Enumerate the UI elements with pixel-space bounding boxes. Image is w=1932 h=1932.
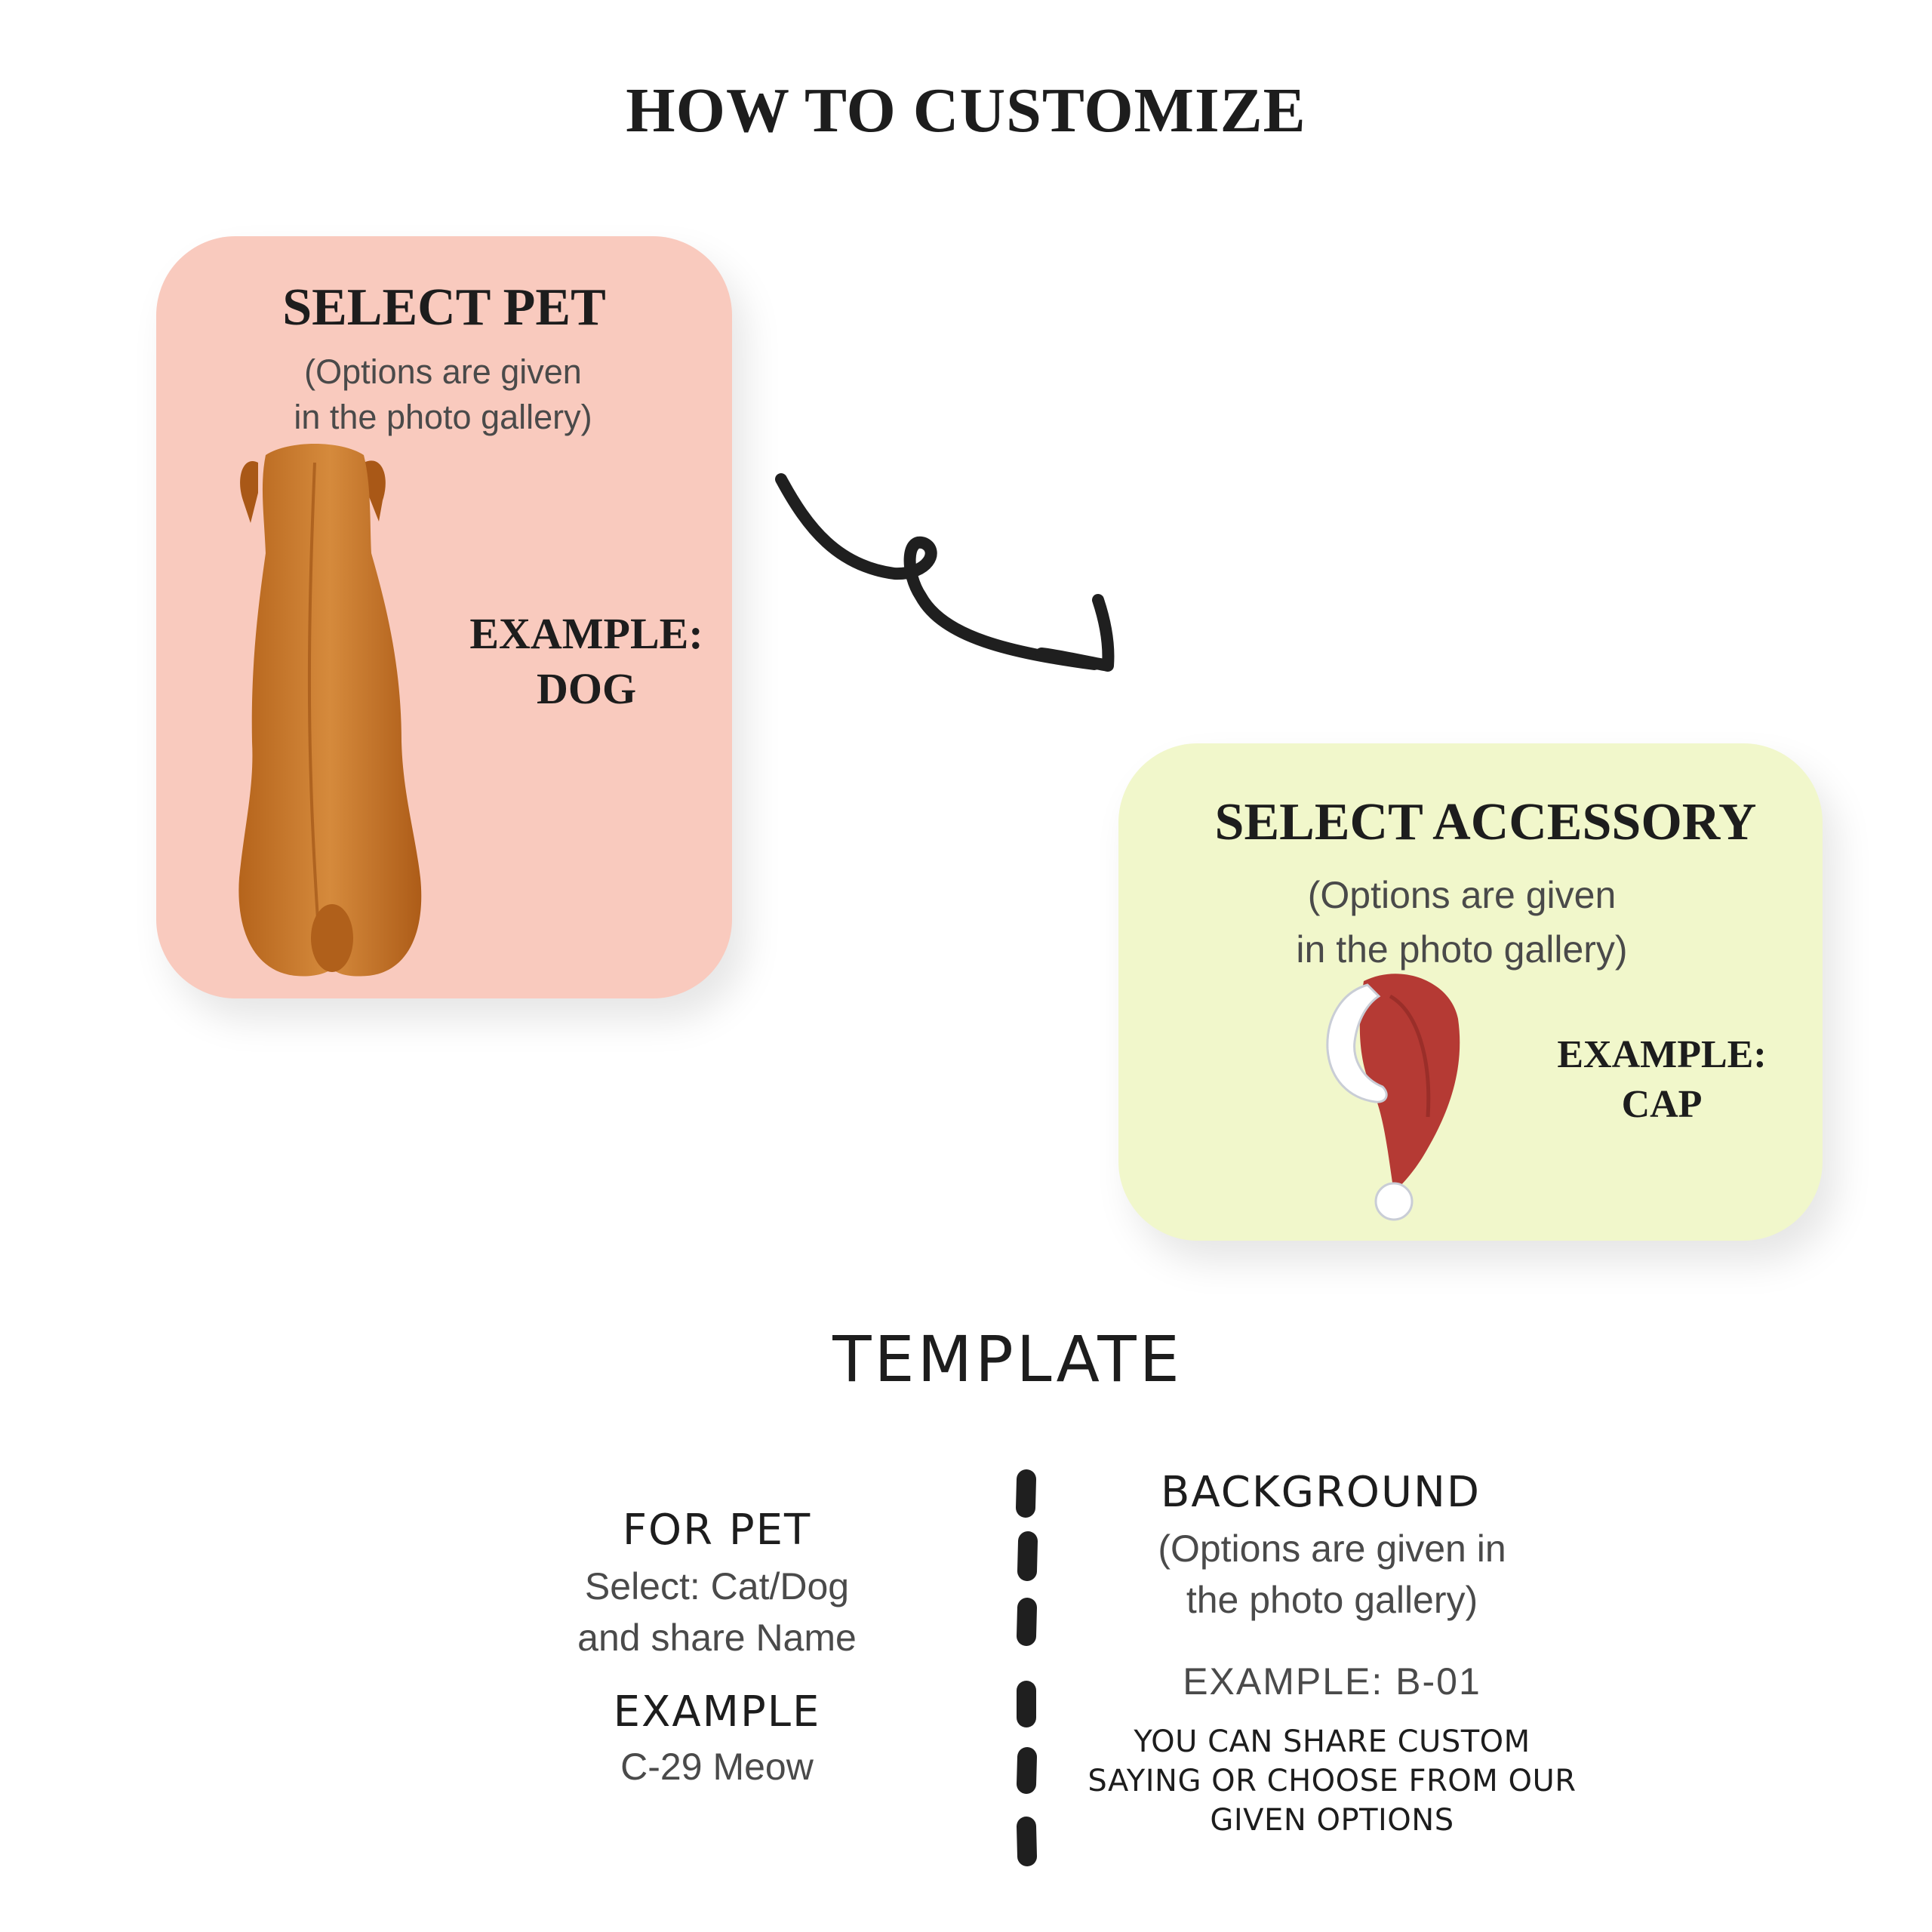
background-example: EXAMPLE: B-01	[1183, 1660, 1481, 1703]
pet-card-subtitle-line1: (Options are given	[304, 352, 582, 391]
pet-example-value: C-29 Meow	[620, 1746, 814, 1788]
curly-arrow-icon	[775, 473, 1115, 672]
dashed-divider	[1016, 1469, 1038, 1866]
custom-saying-note-line1: YOU CAN SHARE CUSTOM	[1134, 1724, 1531, 1759]
accessory-card-subtitle-line2: in the photo gallery)	[1296, 928, 1628, 971]
background-line1: (Options are given in	[1158, 1527, 1506, 1570]
for-pet-line2: and share Name	[577, 1617, 857, 1659]
accessory-card-subtitle: (Options are given in the photo gallery)	[1186, 868, 1737, 977]
dog-back-view-icon	[238, 444, 422, 977]
page-title: HOW TO CUSTOMIZE	[626, 75, 1306, 146]
background-line2: the photo gallery)	[1186, 1579, 1478, 1621]
pet-card-example-value: DOG	[536, 664, 637, 713]
custom-saying-note-line2: SAYING OR CHOOSE FROM OUR	[1088, 1764, 1577, 1798]
pet-card-title: SELECT PET	[282, 278, 606, 337]
template-heading: TEMPLATE	[832, 1322, 1183, 1396]
select-accessory-card: SELECT ACCESSORY (Options are given in t…	[1118, 743, 1823, 1241]
custom-saying-note-line3: GIVEN OPTIONS	[1210, 1803, 1454, 1838]
santa-cap-icon	[1326, 974, 1460, 1221]
for-pet-line1: Select: Cat/Dog	[584, 1565, 850, 1607]
for-pet-heading: FOR PET	[622, 1506, 812, 1555]
accessory-card-example-value: CAP	[1621, 1083, 1703, 1126]
pet-card-example-label: EXAMPLE:	[469, 609, 703, 658]
pet-example-heading: EXAMPLE	[613, 1687, 821, 1737]
pet-card-example: EXAMPLE: DOG	[443, 606, 730, 716]
accessory-card-example-label: EXAMPLE:	[1557, 1033, 1767, 1076]
accessory-card-title: SELECT ACCESSORY	[1214, 793, 1757, 851]
template-pet-column: FOR PET Select: Cat/Dog and share Name E…	[528, 1506, 906, 1792]
select-pet-card: SELECT PET (Options are given in the pho…	[156, 236, 732, 998]
accessory-card-example: EXAMPLE: CAP	[1526, 1030, 1798, 1130]
background-heading: BACKGROUND	[1161, 1468, 1481, 1517]
template-background-column: BACKGROUND (Options are given in the pho…	[1045, 1468, 1619, 1840]
pet-card-subtitle: (Options are given in the photo gallery)	[217, 349, 669, 440]
custom-saying-note: YOU CAN SHARE CUSTOM SAYING OR CHOOSE FR…	[1045, 1722, 1619, 1840]
pet-card-subtitle-line2: in the photo gallery)	[294, 398, 592, 436]
accessory-card-subtitle-line1: (Options are given	[1307, 874, 1617, 916]
